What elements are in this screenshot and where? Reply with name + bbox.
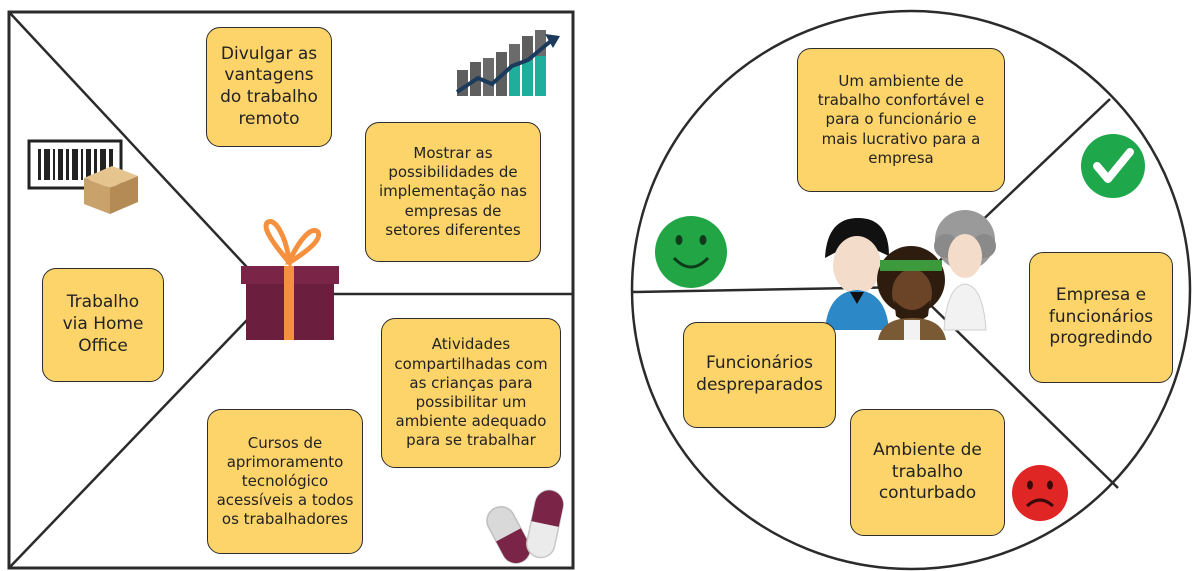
note-ambiente-confortavel: Um ambiente de trabalho confortável e pa…	[797, 48, 1005, 192]
note-trabalho-home-office: Trabalho via Home Office	[42, 268, 164, 382]
pills-icon	[486, 489, 564, 564]
note-ambiente-conturbado: Ambiente de trabalho conturbado	[850, 409, 1005, 536]
value-map-square	[7, 10, 575, 570]
note-mostrar-possibilidades: Mostrar as possibilidades de implementaç…	[365, 122, 541, 262]
note-atividades-criancas: Atividades compartilhadas com as criança…	[381, 318, 561, 468]
gift-icon	[241, 219, 339, 340]
happy-face-icon	[655, 216, 727, 288]
note-cursos-aprimoramento: Cursos de aprimoramento tecnológico aces…	[207, 409, 363, 554]
note-empresa-funcionarios: Empresa e funcionários progredindo	[1029, 252, 1173, 383]
people-icon	[825, 210, 996, 340]
barcode-box-icon	[27, 139, 138, 214]
sad-face-icon	[1012, 465, 1068, 521]
check-icon	[1081, 134, 1145, 198]
growth-chart-icon	[455, 30, 560, 96]
note-funcionarios-despreparados: Funcionários despreparados	[683, 322, 836, 428]
note-divulgar-vantagens: Divulgar as vantagens do trabalho remoto	[206, 27, 332, 147]
